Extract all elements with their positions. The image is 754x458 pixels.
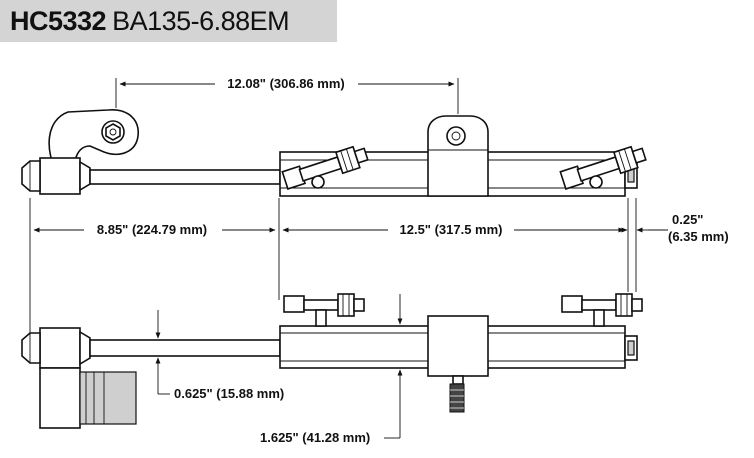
left-fitting-side [283,293,365,327]
dimension-lines-side: 0.625" (15.88 mm) 1.625" (41.28 mm) [155,294,403,445]
side-bracket [39,367,81,429]
dim-rod-extension: 8.85" (224.79 mm) [97,222,207,237]
dim-end-offset-in: 0.25" [672,212,703,227]
side-center-block [427,315,489,377]
dim-upper-span: 12.08" (306.86 mm) [227,76,344,91]
piston-rod [89,169,281,185]
dim-cylinder-diameter: 1.625" (41.28 mm) [260,430,370,445]
side-rod-end [39,327,81,369]
rod-end-nut [21,160,41,192]
side-view [21,293,643,429]
right-fitting-side [561,293,643,327]
top-view [21,109,647,197]
tiller-nut-hole [109,128,117,136]
part-number: BA135-6.88EM [112,6,290,36]
rod-end-cap [79,160,91,192]
center-mount [427,115,489,197]
rod-end-block [39,157,81,195]
dimension-lines-top: 12.08" (306.86 mm) 8.85" (224.79 mm) 12.… [29,76,729,338]
model-number: HC5332 [10,6,107,36]
left-fitting-top [281,145,369,190]
side-bracket-block [79,371,137,425]
dim-end-offset-mm: (6.35 mm) [668,229,729,244]
side-piston-rod [89,339,281,357]
tiller-nut [105,123,121,141]
dim-rod-diameter: 0.625" (15.88 mm) [174,386,284,401]
dim-cylinder-length: 12.5" (317.5 mm) [400,222,503,237]
right-fitting-top [559,145,647,190]
mount-bolt [449,383,465,413]
